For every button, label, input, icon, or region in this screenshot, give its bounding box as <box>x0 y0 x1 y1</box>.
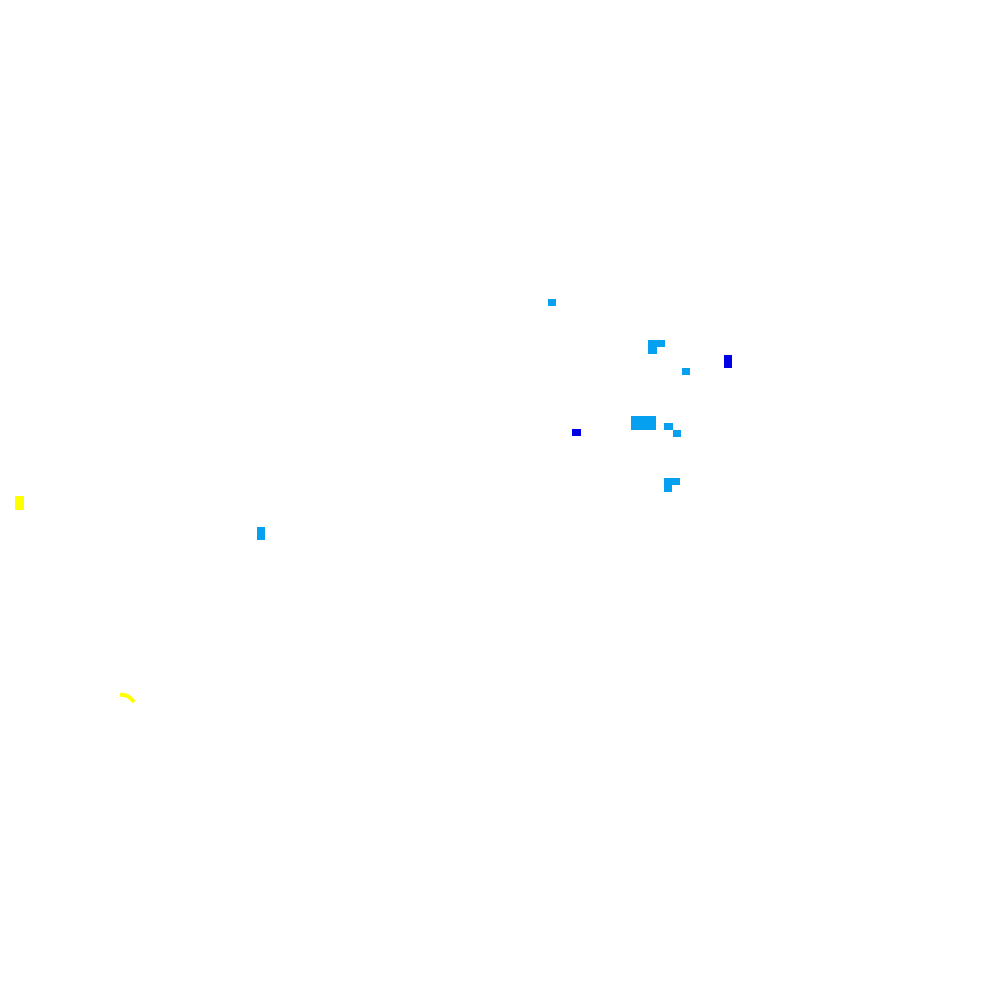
light-blue-mark-1 <box>548 299 556 306</box>
dark-blue-mark-1 <box>724 355 732 368</box>
light-blue-mark-3 <box>648 347 657 354</box>
light-blue-mark-6 <box>664 423 673 430</box>
light-blue-mark-2 <box>648 340 665 347</box>
yellow-arc-mark <box>119 692 136 704</box>
light-blue-mark-5 <box>631 416 656 430</box>
light-blue-mark-8 <box>664 478 680 485</box>
light-blue-mark-9 <box>664 485 672 492</box>
dark-blue-mark-2 <box>572 429 581 436</box>
light-blue-mark-4 <box>682 368 690 375</box>
yellow-mark-1 <box>15 496 24 510</box>
light-blue-mark-7 <box>673 430 681 437</box>
light-blue-mark-10 <box>257 527 265 540</box>
